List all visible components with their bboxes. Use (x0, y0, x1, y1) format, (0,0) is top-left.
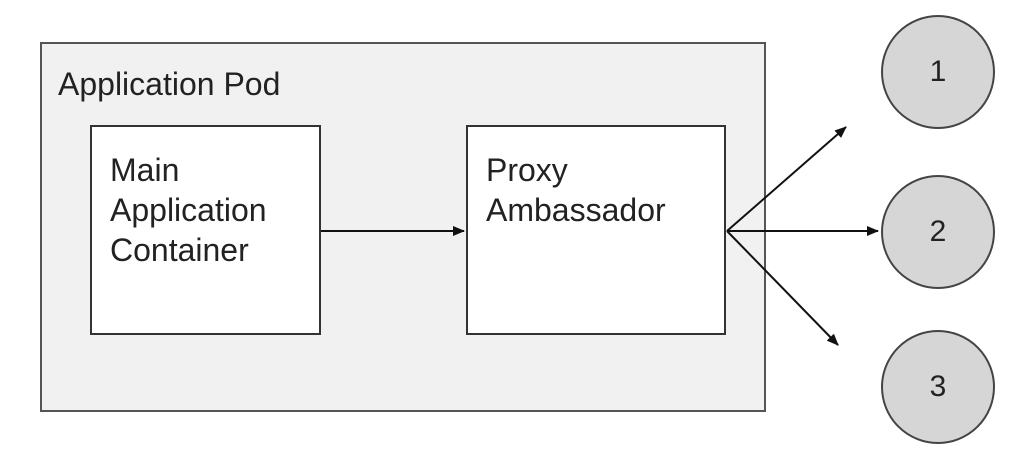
main-application-container-box (90, 125, 321, 335)
proxy-ambassador-label: Proxy Ambassador (486, 150, 666, 230)
application-pod-title: Application Pod (58, 66, 281, 102)
main-application-container-label: Main Application Container (110, 150, 267, 270)
endpoint-node-2-label: 2 (929, 215, 947, 248)
proxy-to-node-1-arrow (726, 126, 847, 232)
main-container-label-line-1: Main (110, 152, 180, 188)
endpoint-node-3: 3 (881, 330, 995, 444)
endpoint-node-1: 1 (881, 15, 995, 129)
proxy-label-line-2: Ambassador (486, 192, 666, 228)
proxy-label-line-1: Proxy (486, 152, 568, 188)
endpoint-node-1-label: 1 (929, 55, 947, 88)
endpoint-node-2: 2 (881, 175, 995, 289)
proxy-to-node-3-arrow (726, 230, 839, 346)
main-container-label-line-3: Container (110, 232, 249, 268)
endpoint-node-3-label: 3 (929, 370, 947, 403)
main-container-label-line-2: Application (110, 192, 267, 228)
proxy-ambassador-box (466, 125, 726, 335)
